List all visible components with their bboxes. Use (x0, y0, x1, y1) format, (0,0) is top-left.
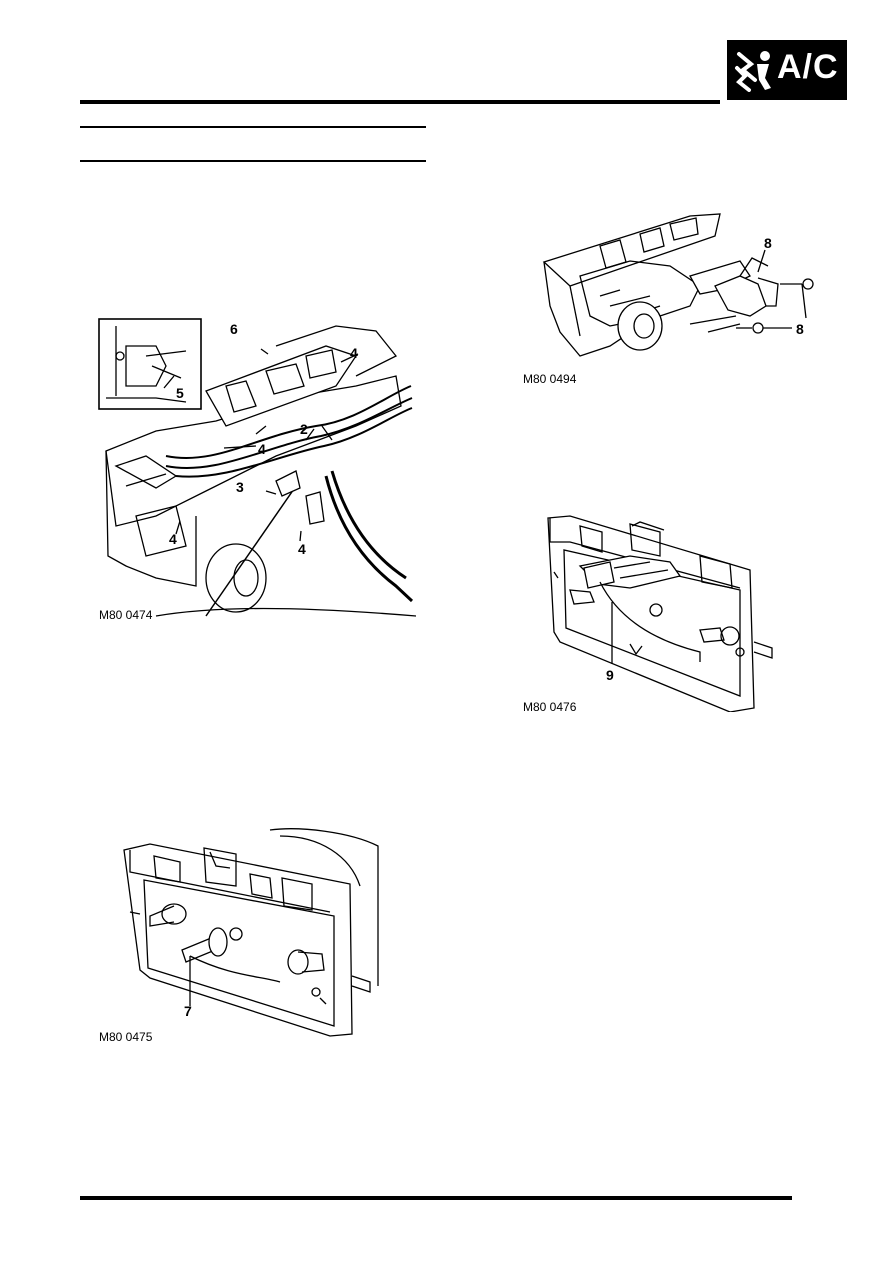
figure-caption: M80 0476 (523, 700, 577, 714)
callout-4: 4 (169, 531, 177, 547)
figure-caption: M80 0474 (99, 608, 153, 622)
callout-4: 4 (350, 345, 358, 361)
footer-rule (80, 1196, 792, 1200)
callout-3: 3 (236, 479, 244, 495)
figure-m80-0494: 8 8 (540, 206, 830, 366)
figure-m80-0476: 9 (540, 512, 780, 712)
section-rule-bottom (80, 160, 426, 162)
air-conditioning-icon (733, 48, 775, 92)
section-rule-top (80, 126, 426, 128)
figure-m80-0474: 6 4 2 4 3 4 4 5 (96, 316, 416, 626)
figure-m80-0475: 7 (120, 826, 380, 1038)
callout-8: 8 (764, 235, 772, 251)
callout-7: 7 (184, 1003, 192, 1019)
figure-caption: M80 0475 (99, 1030, 153, 1044)
callout-6: 6 (230, 321, 238, 337)
callout-2: 2 (300, 421, 308, 437)
header-rule (80, 100, 720, 104)
section-badge: A/C (727, 40, 847, 100)
callout-9: 9 (606, 667, 614, 683)
callout-4: 4 (258, 441, 266, 457)
callout-4: 4 (298, 541, 306, 557)
callout-8: 8 (796, 321, 804, 337)
callout-5: 5 (176, 385, 184, 401)
figure-caption: M80 0494 (523, 372, 577, 386)
badge-label: A/C (777, 48, 839, 86)
